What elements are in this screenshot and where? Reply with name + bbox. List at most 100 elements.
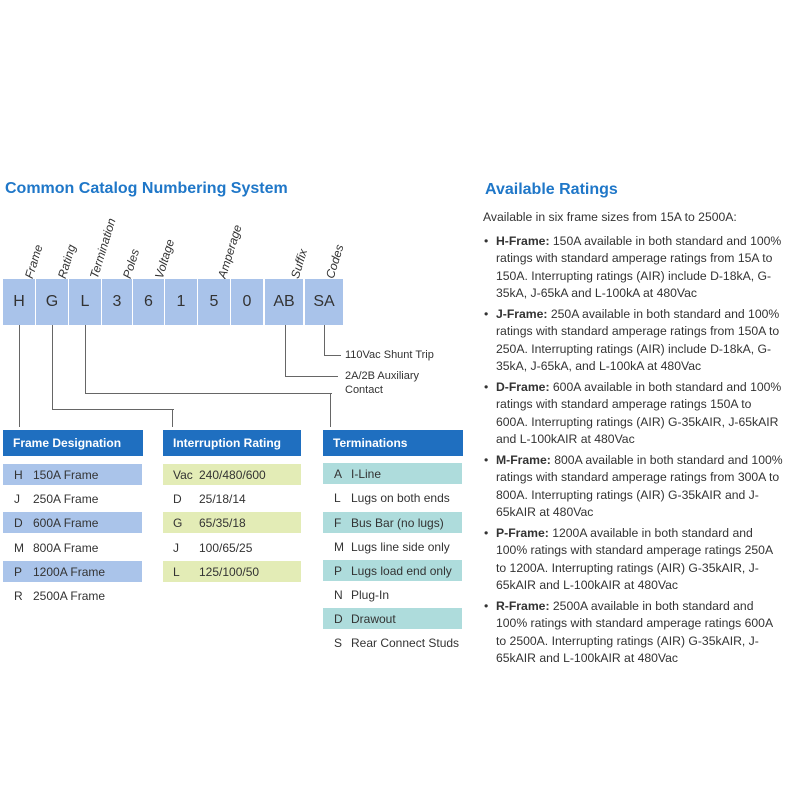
bullet: • <box>484 233 489 248</box>
termination-label: Rear Connect Studs <box>351 635 460 650</box>
rating-label: 125/100/50 <box>199 564 260 579</box>
rating-code: G <box>173 515 183 530</box>
field-label-poles: Poles <box>120 247 143 281</box>
rating-code: D <box>173 491 182 506</box>
ratings-item-m-frame: • M-Frame: 800A available in both standar… <box>483 452 783 522</box>
ratings-item-h-frame: •H-Frame: 150A available in both standar… <box>483 233 783 303</box>
ratings-intro: Available in six frame sizes from 15A to… <box>483 210 737 224</box>
field-label-suffix: Suffix <box>288 247 311 281</box>
bullet: • <box>484 306 489 321</box>
code-box-rating: G <box>36 279 68 325</box>
termination-code: A <box>334 466 343 481</box>
frame-row: H 150A Frame <box>3 464 142 485</box>
termination-label: Plug-In <box>351 587 390 602</box>
frame-description: 1200A available in both standard and 100… <box>496 525 773 593</box>
termination-code: F <box>334 515 342 530</box>
frame-description: 800A available in both standard and 100%… <box>496 452 783 520</box>
code-box-frame: H <box>3 279 35 325</box>
connector-suffix <box>285 325 338 377</box>
ratings-item-p-frame: • P-Frame: 1200A available in both standa… <box>483 525 783 595</box>
frame-code: J <box>14 491 20 506</box>
code-box-voltage: 6 <box>133 279 164 325</box>
termination-label: Bus Bar (no lugs) <box>351 515 444 530</box>
termination-row: D Drawout <box>323 608 462 629</box>
termination-label: Lugs on both ends <box>351 490 450 505</box>
termination-label: Lugs load end only <box>351 563 452 578</box>
frame-description: 250A available in both standard and 100%… <box>496 306 780 374</box>
frame-code: D <box>14 515 23 530</box>
rating-row: G 65/35/18 <box>163 512 301 533</box>
connector-termination <box>85 325 332 394</box>
frame-designation-header: Frame Designation <box>3 430 143 456</box>
bullet: • <box>484 452 489 467</box>
shunt-trip-note: 110Vac Shunt Trip <box>345 349 434 361</box>
interruption-rating-header: Interruption Rating <box>163 430 301 456</box>
frame-row: D 600A Frame <box>3 512 142 533</box>
rating-label: 65/35/18 <box>199 515 246 530</box>
termination-label: Lugs line side only <box>351 539 450 554</box>
frame-name: H-Frame: <box>496 233 550 248</box>
code-box-suffix: AB <box>265 279 303 325</box>
frame-label: 150A Frame <box>33 467 99 482</box>
rating-row: J 100/65/25 <box>163 537 301 558</box>
termination-code: D <box>334 611 343 626</box>
field-label-amperage: Amperage <box>215 223 245 281</box>
connector-codes <box>324 325 341 356</box>
frame-label: 250A Frame <box>33 491 99 506</box>
field-label-rating: Rating <box>55 242 79 281</box>
field-label-voltage: Voltage <box>152 237 178 281</box>
ratings-item-r-frame: • R-Frame: 2500A available in both standa… <box>483 598 783 668</box>
rating-row: L 125/100/50 <box>163 561 301 582</box>
frame-code: R <box>14 588 23 603</box>
bullet: • <box>484 525 489 540</box>
frame-label: 600A Frame <box>33 515 99 530</box>
aux-contact-note-line1: 2A/2B Auxiliary <box>345 370 419 382</box>
frame-name: P-Frame: <box>496 525 549 540</box>
code-box-amperage-1: 1 <box>165 279 197 325</box>
termination-label: I-Line <box>351 466 382 481</box>
frame-label: 2500A Frame <box>33 588 106 603</box>
connector-termination-drop <box>330 393 331 427</box>
frame-code: M <box>14 540 24 555</box>
field-label-frame: Frame <box>22 242 46 281</box>
frame-code: H <box>14 467 23 482</box>
code-box-poles: 3 <box>102 279 132 325</box>
termination-label: Drawout <box>351 611 396 626</box>
termination-code: M <box>334 539 344 554</box>
frame-name: M-Frame: <box>496 452 551 467</box>
ratings-section: Available in six frame sizes from 15A to… <box>483 209 783 671</box>
code-box-termination: L <box>69 279 101 325</box>
frame-row: R 2500A Frame <box>3 585 142 606</box>
terminations-header: Terminations <box>323 430 463 456</box>
connector-frame <box>19 325 20 427</box>
field-label-termination: Termination <box>87 216 119 281</box>
code-box-codes: SA <box>305 279 343 325</box>
frame-row: J 250A Frame <box>3 488 142 509</box>
frame-description: 600A available in both standard and 100%… <box>496 379 782 447</box>
code-box-amperage-2: 5 <box>198 279 230 325</box>
termination-code: P <box>334 563 343 578</box>
frame-label: 800A Frame <box>33 540 99 555</box>
ratings-list: •H-Frame: 150A available in both standar… <box>483 233 783 668</box>
frame-label: 1200A Frame <box>33 564 106 579</box>
termination-row: M Lugs line side only <box>323 536 462 557</box>
rating-code: L <box>173 564 180 579</box>
frame-row: M 800A Frame <box>3 537 142 558</box>
termination-code: L <box>334 490 341 505</box>
field-label-codes: Codes <box>323 242 347 281</box>
rating-label: 100/65/25 <box>199 540 253 555</box>
frame-description: 2500A available in both standard and 100… <box>496 598 773 666</box>
rating-code: J <box>173 540 179 555</box>
aux-contact-note-line2: Contact <box>345 384 383 396</box>
rating-code: Vac <box>173 467 193 482</box>
termination-row: L Lugs on both ends <box>323 487 462 508</box>
ratings-item-j-frame: •J-Frame: 250A available in both standar… <box>483 306 783 376</box>
bullet: • <box>484 598 489 613</box>
connector-rating-drop <box>172 409 173 427</box>
frame-name: R-Frame: <box>496 598 550 613</box>
